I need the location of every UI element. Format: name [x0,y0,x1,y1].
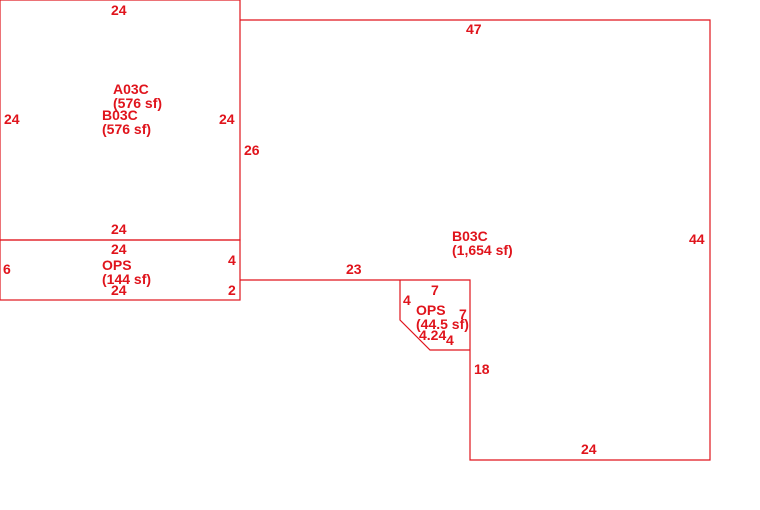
dim-inner-ledge: 23 [346,261,362,277]
b03c-main-size: (1,654 sf) [452,242,513,258]
ops-left-label: OPS [102,257,132,273]
dim-notch-diag: 4.24 [419,327,446,343]
left-porch-outline [0,239,241,301]
dim-ops-left-side: 6 [3,261,11,277]
dim-main-top: 47 [466,21,482,37]
dim-ops-left-right-b: 2 [228,282,236,298]
dim-notch-right: 7 [459,306,467,322]
dim-top-left-right: 24 [219,111,235,127]
dim-left-step: 26 [244,142,260,158]
a03c-label: A03C [113,81,149,97]
ops-left-size: (144 sf) [102,271,151,287]
ops-notch-label: OPS [416,302,446,318]
b03c-upper-label: B03C [102,107,138,123]
a03c-size: (576 sf) [113,95,162,111]
dim-top-left-bottom: 24 [111,221,127,237]
dim-main-inner-left: 18 [474,361,490,377]
notch-porch-outline [399,280,470,351]
dim-notch-left: 4 [403,292,411,308]
dim-top-left-top: 24 [111,2,127,18]
dim-ops-left-top: 24 [111,241,127,257]
dim-ops-left-bottom: 24 [111,282,127,298]
b03c-main-label: B03C [452,228,488,244]
dim-top-left-left: 24 [4,111,20,127]
ops-notch-size: (44.5 sf) [416,316,469,332]
b03c-upper-size: (576 sf) [102,121,151,137]
dim-notch-top: 7 [431,282,439,298]
dim-notch-bottom: 4 [446,332,454,348]
dim-ops-left-right-a: 4 [228,252,236,268]
dim-main-bottom: 24 [581,441,597,457]
dim-main-right: 44 [689,231,705,247]
main-room-outline [240,19,711,461]
